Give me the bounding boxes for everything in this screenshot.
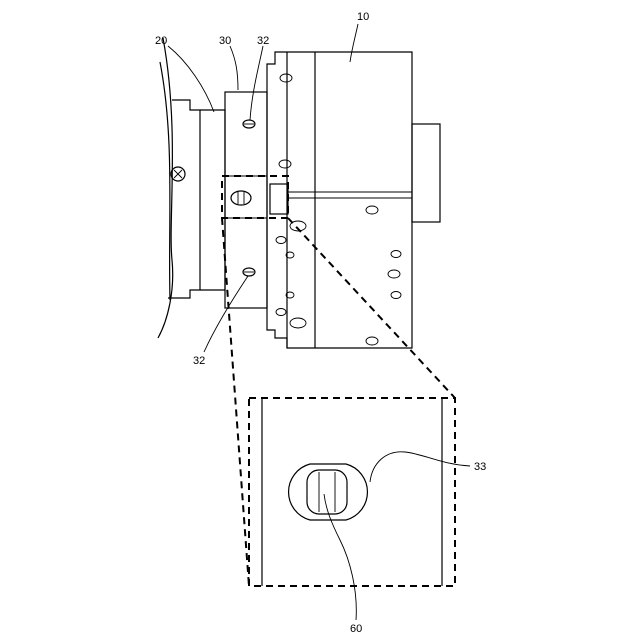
detail-callout bbox=[222, 176, 455, 586]
label-screw-top: 32 bbox=[257, 35, 269, 47]
leader-lines bbox=[168, 24, 470, 620]
label-flange: 30 bbox=[219, 35, 231, 47]
flange-plate bbox=[225, 92, 267, 308]
label-housing: 10 bbox=[357, 11, 369, 23]
label-slot: 33 bbox=[474, 461, 486, 473]
lens-assembly bbox=[158, 38, 225, 338]
label-lens: 20 bbox=[155, 35, 167, 47]
label-screw-bottom: 32 bbox=[193, 355, 205, 367]
slot-small bbox=[231, 191, 251, 205]
label-pin: 60 bbox=[350, 623, 362, 635]
camera-housing bbox=[267, 52, 440, 348]
